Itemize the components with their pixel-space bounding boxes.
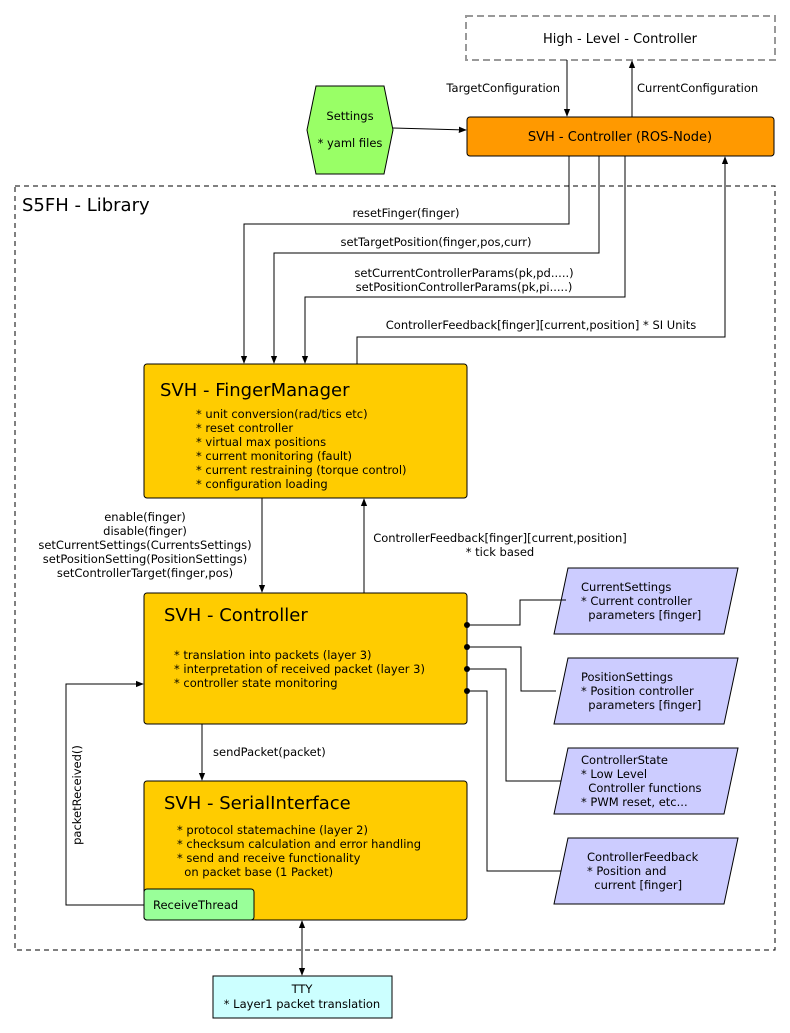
serial-interface-item: on packet base (1 Packet) <box>177 865 333 879</box>
position-settings-line: PositionSettings <box>581 670 673 684</box>
finger-manager-item: * reset controller <box>196 421 293 435</box>
serial-interface-item: * send and receive functionality <box>177 851 361 865</box>
packet-received-label: packetReceived() <box>70 745 84 845</box>
finger-manager-title: SVH - FingerManager <box>160 380 350 401</box>
set-current-params-label: setCurrentControllerParams(pk,pd.....) <box>354 266 573 280</box>
current-configuration-label: CurrentConfiguration <box>637 81 758 95</box>
controller-title: SVH - Controller <box>164 605 308 626</box>
ros-node-label: SVH - Controller (ROS-Node) <box>528 130 712 145</box>
serial-interface-title: SVH - SerialInterface <box>164 793 351 814</box>
set-current-settings-label: setCurrentSettings(CurrentsSettings) <box>38 538 251 552</box>
reset-finger-label: resetFinger(finger) <box>352 206 459 220</box>
serial-interface-item: * checksum calculation and error handlin… <box>177 837 421 851</box>
packet-received-arrow <box>65 680 144 906</box>
current-settings-line: CurrentSettings <box>581 580 671 594</box>
set-controller-target-label: setControllerTarget(finger,pos) <box>57 566 233 580</box>
controller-item: * translation into packets (layer 3) <box>174 648 372 662</box>
library-title: S5FH - Library <box>22 195 150 216</box>
controller-state-link <box>467 668 561 782</box>
set-position-setting-label: setPositionSetting(PositionSettings) <box>43 552 247 566</box>
tty-subtitle: * Layer1 packet translation <box>224 997 380 1011</box>
controller-item: * interpretation of received packet (lay… <box>174 662 425 676</box>
current-settings-line: * Current controller <box>581 594 692 608</box>
position-settings-link <box>467 646 556 692</box>
library-frame <box>14 185 776 951</box>
controller-state-line: * Low Level <box>581 767 647 781</box>
finger-manager-item: * configuration loading <box>196 477 328 491</box>
controller-state-line: Controller functions <box>581 781 702 795</box>
settings-subtitle: * yaml files <box>318 136 383 150</box>
controller-feedback-line: * Position and <box>587 864 666 878</box>
finger-manager-item: * unit conversion(rad/tics etc) <box>196 407 368 421</box>
tty-node: TTY * Layer1 packet translation <box>212 975 393 1019</box>
send-packet-label: sendPacket(packet) <box>213 745 326 759</box>
settings-node: Settings * yaml files <box>306 85 394 175</box>
feedback-si-arrow <box>356 156 729 364</box>
receive-thread-label: ReceiveThread <box>153 898 238 912</box>
finger-manager-item: * current restraining (torque control) <box>196 463 407 477</box>
serial-interface-node: SVH - SerialInterface * protocol statema… <box>143 780 468 921</box>
controller-feedback-node: ControllerFeedback * Position and curren… <box>553 837 739 905</box>
target-configuration-label: TargetConfiguration <box>445 81 560 95</box>
controller-feedback-line: ControllerFeedback <box>587 850 699 864</box>
controller-feedback-link <box>467 690 561 872</box>
current-settings-link <box>467 599 566 626</box>
feedback-si-label: ControllerFeedback[finger][current,posit… <box>386 318 696 332</box>
set-target-position-arrow <box>270 156 600 364</box>
position-settings-node: PositionSettings * Position controller p… <box>553 657 739 725</box>
finger-manager-node: SVH - FingerManager * unit conversion(ra… <box>143 363 468 499</box>
position-settings-line: * Position controller <box>581 684 694 698</box>
controller-feedback-line: current [finger] <box>587 878 682 892</box>
set-params-arrow <box>301 156 626 364</box>
set-position-params-label: setPositionControllerParams(pk,pi.....) <box>356 280 573 294</box>
settings-title: Settings <box>326 109 373 123</box>
current-settings-line: parameters [finger] <box>581 608 701 622</box>
position-settings-line: parameters [finger] <box>581 698 701 712</box>
controller-state-node: ControllerState * Low Level Controller f… <box>553 747 739 815</box>
feedback-tick-label: * tick based <box>466 545 534 559</box>
ros-node: SVH - Controller (ROS-Node) <box>466 116 775 157</box>
tty-title: TTY <box>291 982 314 996</box>
set-target-position-label: setTargetPosition(finger,pos,curr) <box>340 235 531 249</box>
controller-item: * controller state monitoring <box>174 676 338 690</box>
high-level-controller-label: High - Level - Controller <box>543 32 698 47</box>
serial-interface-item: * protocol statemachine (layer 2) <box>177 823 368 837</box>
finger-manager-item: * virtual max positions <box>196 435 326 449</box>
current-settings-node: CurrentSettings * Current controller par… <box>553 567 739 635</box>
feedback-tick-label: ControllerFeedback[finger][current,posit… <box>373 531 627 545</box>
controller-state-line: ControllerState <box>581 753 668 767</box>
high-level-controller-node: High - Level - Controller <box>465 15 776 61</box>
disable-label: disable(finger) <box>103 524 187 538</box>
enable-label: enable(finger) <box>104 510 186 524</box>
settings-arrow <box>392 126 467 134</box>
controller-state-line: * PWM reset, etc... <box>581 795 688 809</box>
controller-node: SVH - Controller * translation into pack… <box>143 592 470 725</box>
reset-finger-arrow <box>240 156 570 364</box>
finger-manager-item: * current monitoring (fault) <box>196 449 352 463</box>
